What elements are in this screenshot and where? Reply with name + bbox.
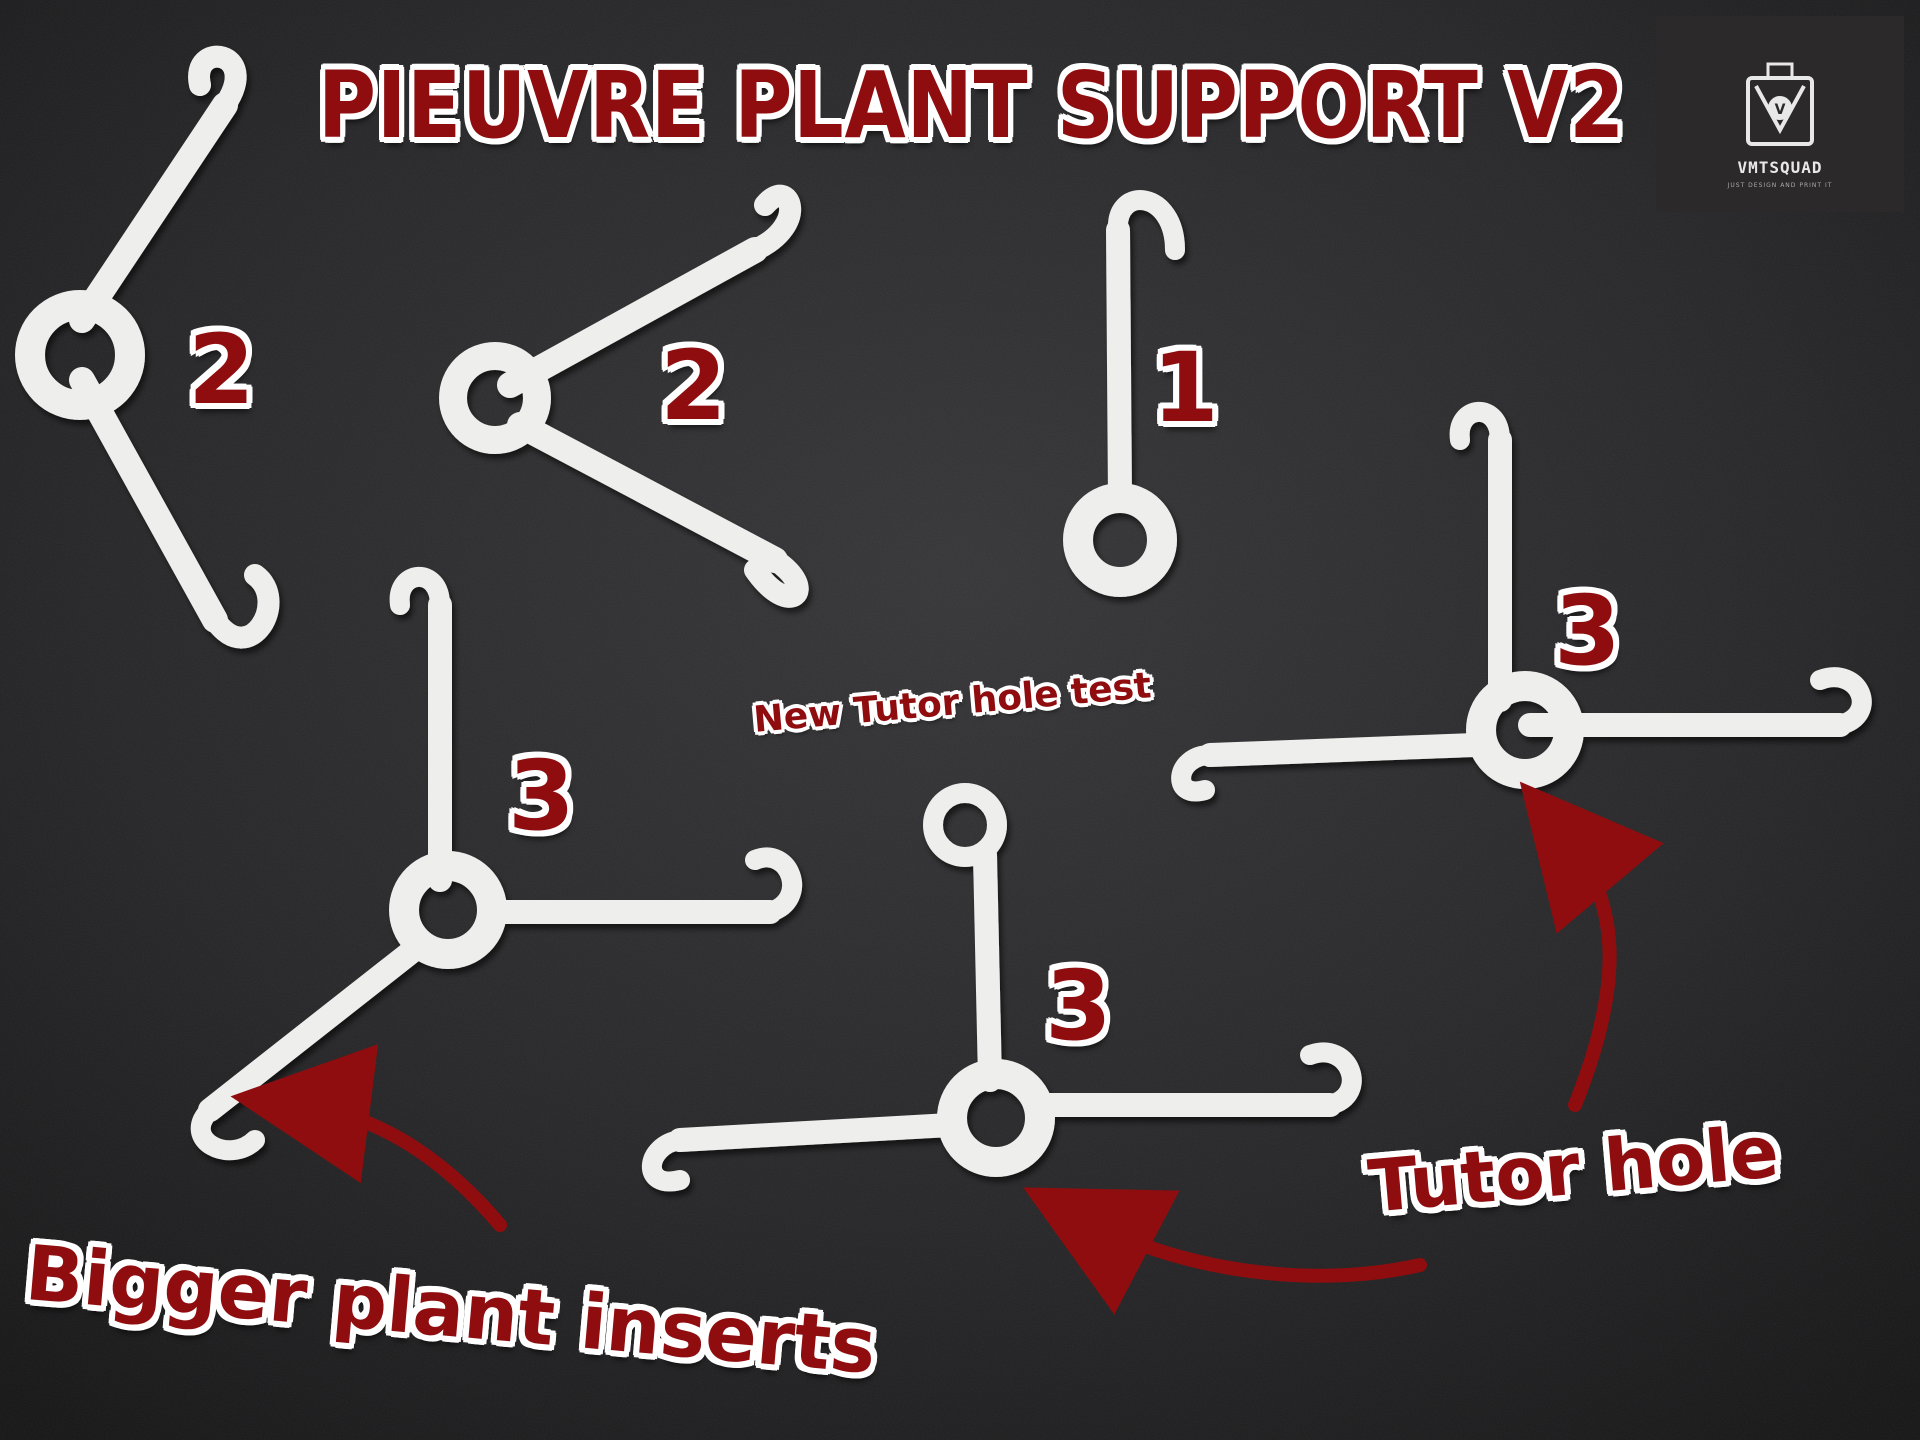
support-one-arm [1063,190,1185,597]
printer-logo-icon [1746,62,1814,146]
arrow-to-tutor-hole-center [1023,1187,1427,1315]
logo-name: VMTSQUAD [1737,158,1823,177]
support-two-arms-center [439,184,809,608]
piece-number-three-right: 3 [1554,575,1621,687]
vmtsquad-logo: V VMTSQUAD JUST DESIGN AND PRINT IT [1656,16,1904,212]
piece-number-two-center: 2 [660,330,727,442]
logo-tagline: JUST DESIGN AND PRINT IT [1727,182,1833,189]
support-two-arms-left [15,45,280,649]
arrow-to-tutor-hole-right [1519,781,1664,1112]
piece-number-two-left: 2 [188,314,255,426]
page-title: PIEUVRE PLANT SUPPORT V2 [318,52,1626,159]
piece-number-one: 1 [1152,332,1219,444]
logo-mark-letter: V [1774,102,1786,118]
support-three-arms-right [1171,401,1872,802]
support-three-arms-center [641,783,1362,1192]
piece-number-three-left: 3 [508,740,575,852]
plant-supports [15,45,1872,1192]
piece-number-three-center: 3 [1045,950,1112,1062]
arrow-to-bigger-insert [230,1044,507,1232]
annotation-arrows [230,781,1664,1315]
